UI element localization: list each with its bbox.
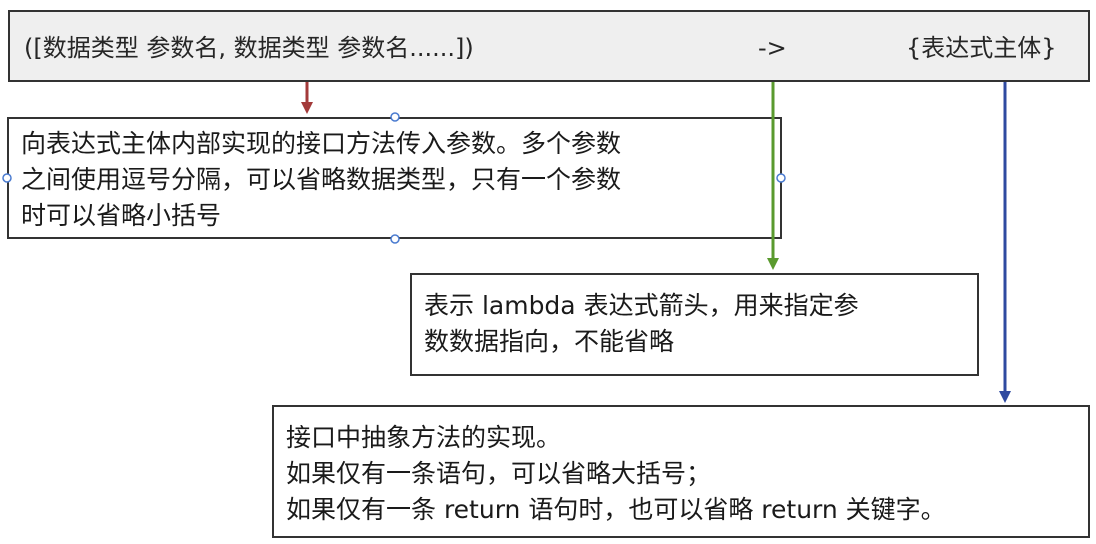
params-note-line: 之间使用逗号分隔，可以省略数据类型，只有一个参数 [21, 165, 622, 194]
arrow-note-box: 表示 lambda 表达式箭头，用来指定参 数数据指向，不能省略 [410, 273, 979, 376]
body-note-line: 如果仅有一条语句，可以省略大括号； [286, 459, 712, 488]
params-note-line: 时可以省略小括号 [21, 201, 222, 230]
syntax-params: ([数据类型 参数名, 数据类型 参数名......]) [24, 34, 474, 62]
syntax-body: {表达式主体} [906, 34, 1057, 62]
resize-handle-bottom[interactable] [390, 234, 400, 244]
params-note-line: 向表达式主体内部实现的接口方法传入参数。多个参数 [21, 129, 622, 158]
lambda-syntax-box: ([数据类型 参数名, 数据类型 参数名......]) -> {表达式主体} [8, 10, 1090, 82]
arrow-note: 表示 lambda 表达式箭头，用来指定参 数数据指向，不能省略 [424, 288, 969, 360]
resize-handle-right[interactable] [776, 173, 786, 183]
body-connector [999, 82, 1011, 403]
body-note: 接口中抽象方法的实现。 如果仅有一条语句，可以省略大括号； 如果仅有一条 ret… [286, 420, 1080, 528]
arrow-note-line: 表示 lambda 表达式箭头，用来指定参 [424, 291, 859, 320]
arrow-note-line: 数数据指向，不能省略 [424, 327, 675, 356]
params-note: 向表达式主体内部实现的接口方法传入参数。多个参数 之间使用逗号分隔，可以省略数据… [21, 126, 772, 234]
body-note-line: 如果仅有一条 return 语句时，也可以省略 return 关键字。 [286, 495, 946, 524]
params-connector [301, 82, 313, 114]
syntax-arrow: -> [758, 34, 787, 62]
selection-handles[interactable] [2, 112, 786, 244]
arrow-connector [767, 82, 779, 270]
resize-handle-left[interactable] [2, 173, 12, 183]
body-note-box: 接口中抽象方法的实现。 如果仅有一条语句，可以省略大括号； 如果仅有一条 ret… [272, 405, 1090, 538]
body-note-line: 接口中抽象方法的实现。 [286, 423, 562, 452]
resize-handle-top[interactable] [390, 112, 400, 122]
